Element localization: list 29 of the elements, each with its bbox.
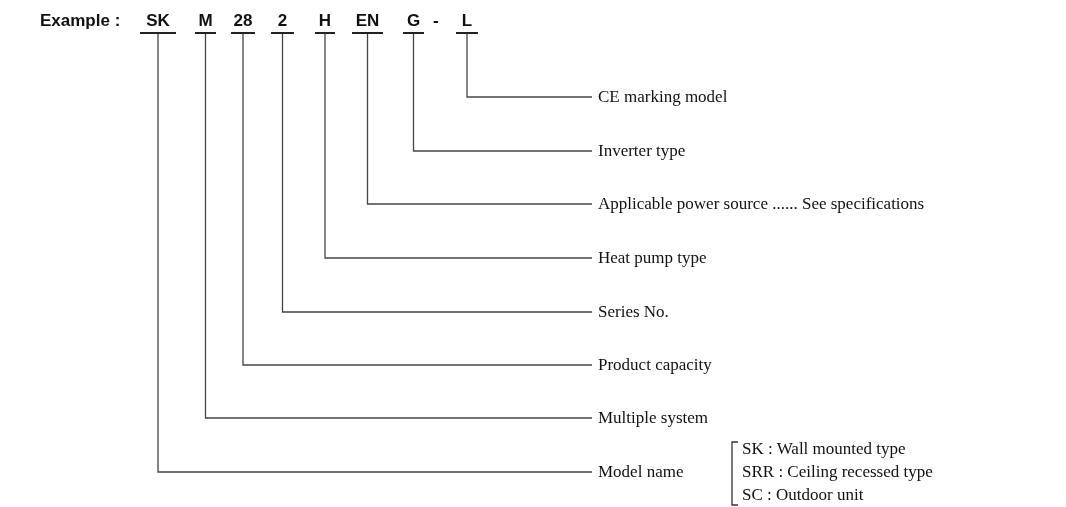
code-segment: SK (140, 10, 176, 34)
code-segment: G (403, 10, 424, 34)
code-segment: H (315, 10, 335, 34)
code-segment: M (195, 10, 216, 34)
description-text: Multiple system (592, 408, 709, 428)
separator-dash: - (433, 10, 439, 32)
code-segment: 2 (271, 10, 294, 34)
description-text: Inverter type (592, 141, 686, 161)
code-segment: EN (352, 10, 383, 34)
description-text: CE marking model (592, 87, 728, 107)
description-text: Model name (592, 462, 684, 482)
leader-line (204, 33, 593, 419)
description-text: Applicable power source ...... See specifications (592, 194, 925, 214)
code-segment: L (456, 10, 478, 34)
leader-line (324, 33, 593, 259)
model-type-note: SC : Outdoor unit (742, 485, 864, 505)
leader-line (366, 33, 593, 205)
code-segment: 28 (231, 10, 255, 34)
leader-line (157, 33, 593, 473)
example-heading: Example : (40, 10, 121, 32)
model-type-note: SRR : Ceiling recessed type (742, 462, 933, 482)
model-type-note: SK : Wall mounted type (742, 439, 906, 459)
leader-line (466, 33, 593, 98)
description-text: Product capacity (592, 355, 712, 375)
leader-line (242, 33, 593, 366)
leader-line (412, 33, 593, 152)
leader-line (281, 33, 593, 313)
description-text: Heat pump type (592, 248, 707, 268)
description-text: Series No. (592, 302, 669, 322)
